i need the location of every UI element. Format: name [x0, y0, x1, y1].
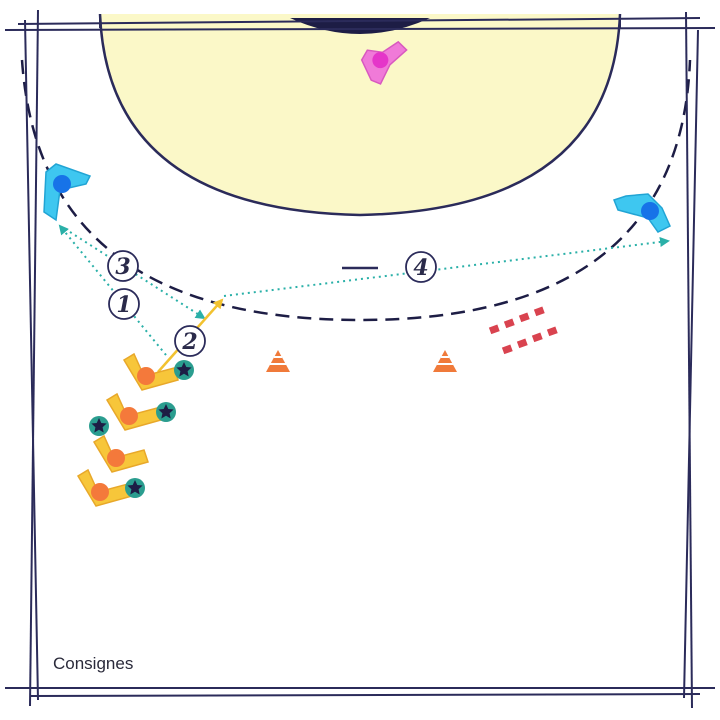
attacker-icon: [77, 469, 133, 507]
step-2-label: 2: [174, 325, 206, 357]
nine-meter-line: [20, 59, 692, 322]
svg-text:2: 2: [181, 329, 197, 355]
svg-text:1: 1: [116, 292, 131, 318]
cone-icon: [433, 350, 457, 372]
pass-arrow-1: [58, 224, 167, 356]
marker-group: [488, 306, 558, 355]
attacker-icon: [93, 435, 149, 473]
step-3-label: 3: [107, 250, 139, 282]
pass-arrow-4: [223, 237, 670, 297]
ball-icon: [174, 360, 194, 380]
right-wing-player-icon: [613, 193, 671, 233]
svg-text:3: 3: [115, 254, 130, 280]
caption-instructions: Consignes: [53, 654, 134, 673]
cone-icon: [266, 350, 290, 372]
step-4-label: 4: [405, 251, 437, 283]
six-meter-line: [98, 13, 622, 217]
goalkeeper-icon: [360, 40, 408, 85]
ball-icon: [125, 478, 145, 498]
ball-icon: [156, 402, 176, 422]
attacker-icon: [106, 393, 162, 431]
ball-icon: [89, 416, 109, 436]
step-1-label: 1: [108, 288, 140, 320]
pass-arrow-3: [69, 231, 206, 320]
left-wing-player-icon: [43, 163, 92, 222]
svg-text:4: 4: [413, 255, 428, 281]
goal-area: [100, 14, 620, 215]
court-outline: [4, 9, 716, 709]
